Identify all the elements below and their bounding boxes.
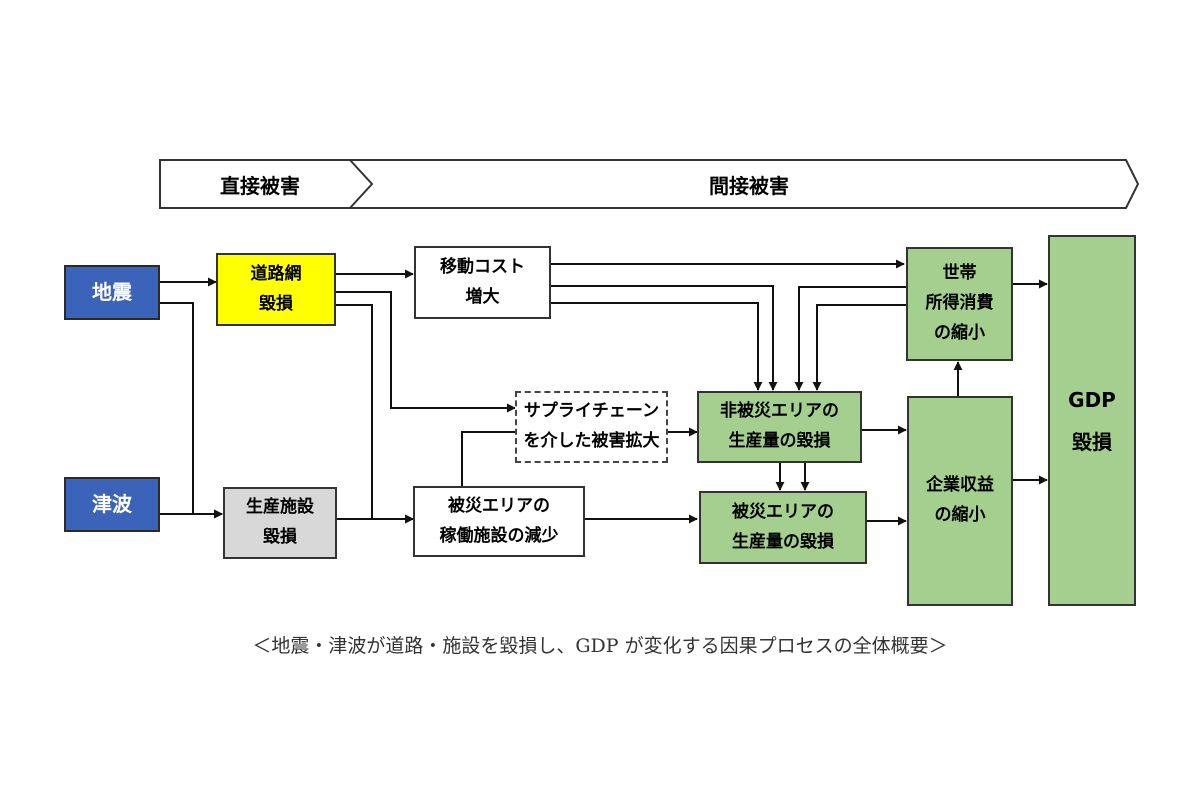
node-supply-chain: サプライチェーン を介した被害拡大	[515, 391, 668, 463]
arrow-operating-supply	[461, 431, 515, 486]
arrow-household-nondisaster-b	[812, 304, 906, 391]
banner-outline	[159, 159, 1140, 209]
node-corporate-profit: 企業収益 の縮小	[907, 396, 1013, 606]
node-road-damage: 道路網 毀損	[216, 253, 336, 326]
node-earthquake: 地震	[64, 265, 160, 320]
node-non-disaster-production: 非被災エリアの 生産量の毀損	[697, 391, 862, 463]
banner-indirect-label: 間接被害	[709, 173, 789, 198]
arrow-household-nondisaster-a	[794, 286, 906, 391]
arrow-road-supply	[336, 291, 516, 413]
node-household-consumption: 世帯 所得消費 の縮小	[906, 247, 1013, 361]
arrow-cost-nondisaster-b	[551, 302, 763, 391]
arrow-earthquake-facility	[160, 302, 223, 519]
node-tsunami: 津波	[64, 477, 160, 532]
arrow-cost-nondisaster-a	[551, 285, 778, 391]
node-disaster-production: 被災エリアの 生産量の毀損	[699, 491, 867, 564]
node-facility-damage: 生産施設 毀損	[223, 487, 337, 559]
node-travel-cost: 移動コスト 増大	[414, 246, 551, 319]
node-operating-facilities: 被災エリアの 稼働施設の減少	[413, 486, 585, 557]
node-gdp: GDP 毀損	[1048, 235, 1136, 606]
diagram-caption: ＜地震・津波が道路・施設を毀損し、GDP が変化する因果プロセスの全体概要＞	[252, 635, 948, 657]
banner-divider	[349, 159, 374, 209]
banner-direct-label: 直接被害	[220, 173, 300, 198]
arrow-road-operating	[336, 304, 414, 524]
